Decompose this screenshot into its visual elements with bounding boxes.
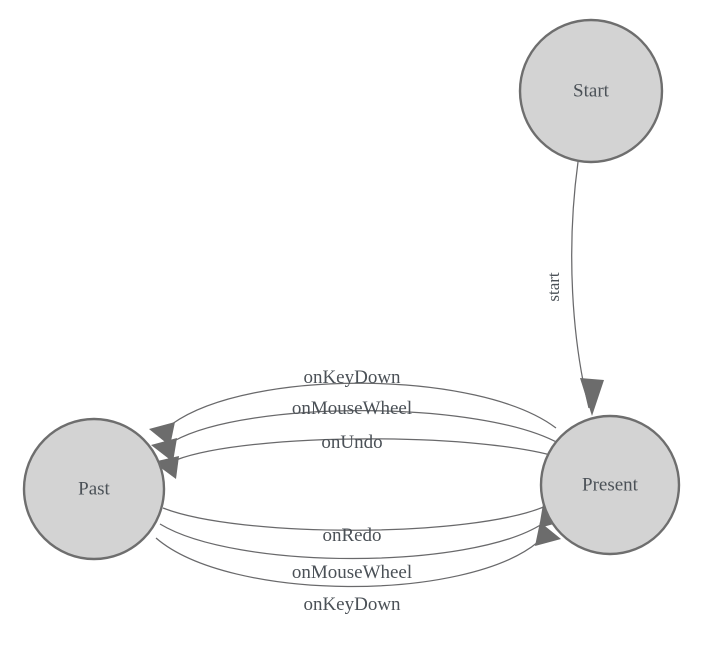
- edge-label-onmousewheel-redo: onMouseWheel: [292, 562, 412, 583]
- node-past-circle: [22, 417, 166, 561]
- node-start-label: Start: [573, 80, 610, 101]
- edge-label-onundo: onUndo: [321, 432, 382, 453]
- edge-label-group: start onKeyDown onMouseWheel onUndo onRe…: [292, 272, 563, 615]
- edge-onmousewheel-undo[interactable]: [151, 410, 561, 462]
- node-present-label: Present: [582, 474, 639, 495]
- node-past-label: Past: [78, 478, 110, 499]
- node-past[interactable]: Past: [22, 417, 166, 561]
- edge-label-onmousewheel-undo: onMouseWheel: [292, 398, 412, 419]
- edge-label-onredo: onRedo: [322, 525, 381, 546]
- edge-label-start: start: [544, 272, 563, 302]
- node-present-circle: [539, 414, 681, 556]
- node-present[interactable]: Present: [539, 414, 681, 556]
- edge-onkeydown-undo-arrowhead: [149, 422, 175, 446]
- edge-onkeydown-redo-arrowhead: [535, 522, 561, 546]
- node-start[interactable]: Start: [518, 18, 664, 164]
- edge-start-path: [571, 161, 590, 409]
- edge-start[interactable]: [571, 161, 604, 416]
- edge-onkeydown-undo-path: [171, 382, 557, 429]
- edge-onmousewheel-undo-path: [173, 410, 561, 445]
- edge-onkeydown-redo[interactable]: [155, 522, 561, 588]
- edge-label-onkeydown-undo: onKeyDown: [303, 367, 401, 388]
- edge-onundo-path: [175, 438, 565, 461]
- edge-label-onkeydown-redo: onKeyDown: [303, 594, 401, 615]
- edge-onredo-path: [162, 505, 547, 531]
- node-start-circle: [518, 18, 664, 164]
- edge-onmousewheel-undo-arrowhead: [151, 438, 177, 462]
- edge-onkeydown-redo-path: [155, 537, 539, 588]
- edge-onredo[interactable]: [162, 487, 569, 531]
- edge-onmousewheel-redo-path: [159, 523, 543, 560]
- edge-onkeydown-undo[interactable]: [149, 382, 557, 446]
- edge-start-arrowhead: [580, 378, 604, 416]
